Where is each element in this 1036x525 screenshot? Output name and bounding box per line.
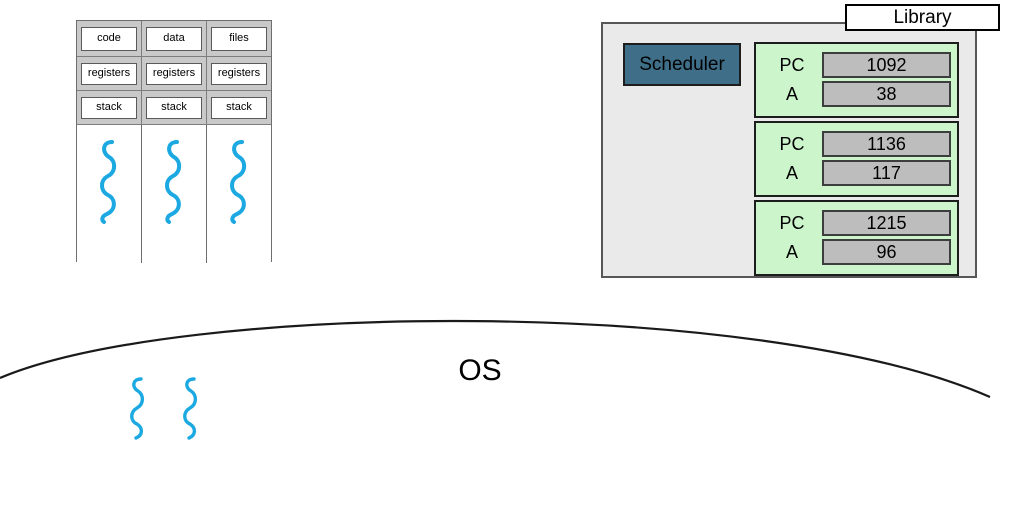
library-panel: Scheduler PC 1092 A 38 PC 1136 A 117	[601, 22, 977, 278]
register-label-a: A	[785, 242, 798, 262]
process-thread-column-2	[142, 125, 207, 263]
process-thread-area	[77, 125, 271, 263]
library-tab[interactable]: Library	[845, 4, 1000, 31]
process-cell-registers-1: registers	[77, 57, 142, 90]
os-kernel-threads	[130, 376, 230, 446]
register-value-a: 38	[822, 81, 951, 107]
library-thread-1: PC 1092 A 38	[754, 42, 959, 118]
register-value-a: 96	[822, 239, 951, 265]
stack-chip-1: stack	[81, 96, 137, 119]
process-cell-data: data	[142, 21, 207, 56]
library-thread-stack: PC 1092 A 38 PC 1136 A 117 PC 1215	[754, 42, 959, 279]
scheduler-box[interactable]: Scheduler	[623, 43, 741, 86]
library-thread-3-row-pc: PC 1215	[762, 210, 951, 236]
register-label-pc: PC	[779, 55, 805, 75]
library-thread-3: PC 1215 A 96	[754, 200, 959, 276]
register-value-pc: 1136	[822, 131, 951, 157]
process-cell-stack-3: stack	[207, 91, 271, 124]
thread-squiggle-icon	[165, 140, 182, 224]
registers-chip-3: registers	[211, 62, 267, 85]
thread-squiggle-icon	[183, 377, 198, 440]
process-thread-column-1	[77, 125, 142, 263]
process-cell-code: code	[77, 21, 142, 56]
segment-chip-data: data	[146, 26, 202, 51]
process-cell-registers-3: registers	[207, 57, 271, 90]
register-value-a: 117	[822, 160, 951, 186]
stack-chip-2: stack	[146, 96, 202, 119]
segment-chip-code: code	[81, 26, 137, 51]
library-thread-3-row-a: A 96	[762, 239, 951, 265]
register-label-a: A	[785, 163, 798, 183]
process-row-segments: code data files	[77, 21, 271, 57]
register-label-pc: PC	[779, 134, 805, 154]
register-value-pc: 1092	[822, 52, 951, 78]
registers-chip-2: registers	[146, 62, 202, 85]
process-cell-registers-2: registers	[142, 57, 207, 90]
process-row-registers: registers registers registers	[77, 57, 271, 91]
register-value-pc: 1215	[822, 210, 951, 236]
register-label-pc: PC	[779, 213, 805, 233]
stack-chip-3: stack	[211, 96, 267, 119]
library-thread-2-row-a: A 117	[762, 160, 951, 186]
process-cell-stack-1: stack	[77, 91, 142, 124]
library-thread-1-row-pc: PC 1092	[762, 52, 951, 78]
registers-chip-1: registers	[81, 62, 137, 85]
library-thread-2: PC 1136 A 117	[754, 121, 959, 197]
library-thread-1-row-a: A 38	[762, 81, 951, 107]
process-thread-column-3	[207, 125, 271, 263]
thread-squiggle-icon	[230, 140, 247, 224]
library-thread-2-row-pc: PC 1136	[762, 131, 951, 157]
segment-chip-files: files	[211, 26, 267, 51]
process-cell-stack-2: stack	[142, 91, 207, 124]
thread-squiggle-icon	[100, 140, 117, 224]
thread-squiggle-icon	[130, 377, 145, 440]
register-label-a: A	[785, 84, 798, 104]
process-cell-files: files	[207, 21, 271, 56]
process-diagram: code data files registers registers regi…	[76, 20, 272, 263]
os-label: OS	[458, 354, 502, 387]
process-row-stacks: stack stack stack	[77, 91, 271, 125]
